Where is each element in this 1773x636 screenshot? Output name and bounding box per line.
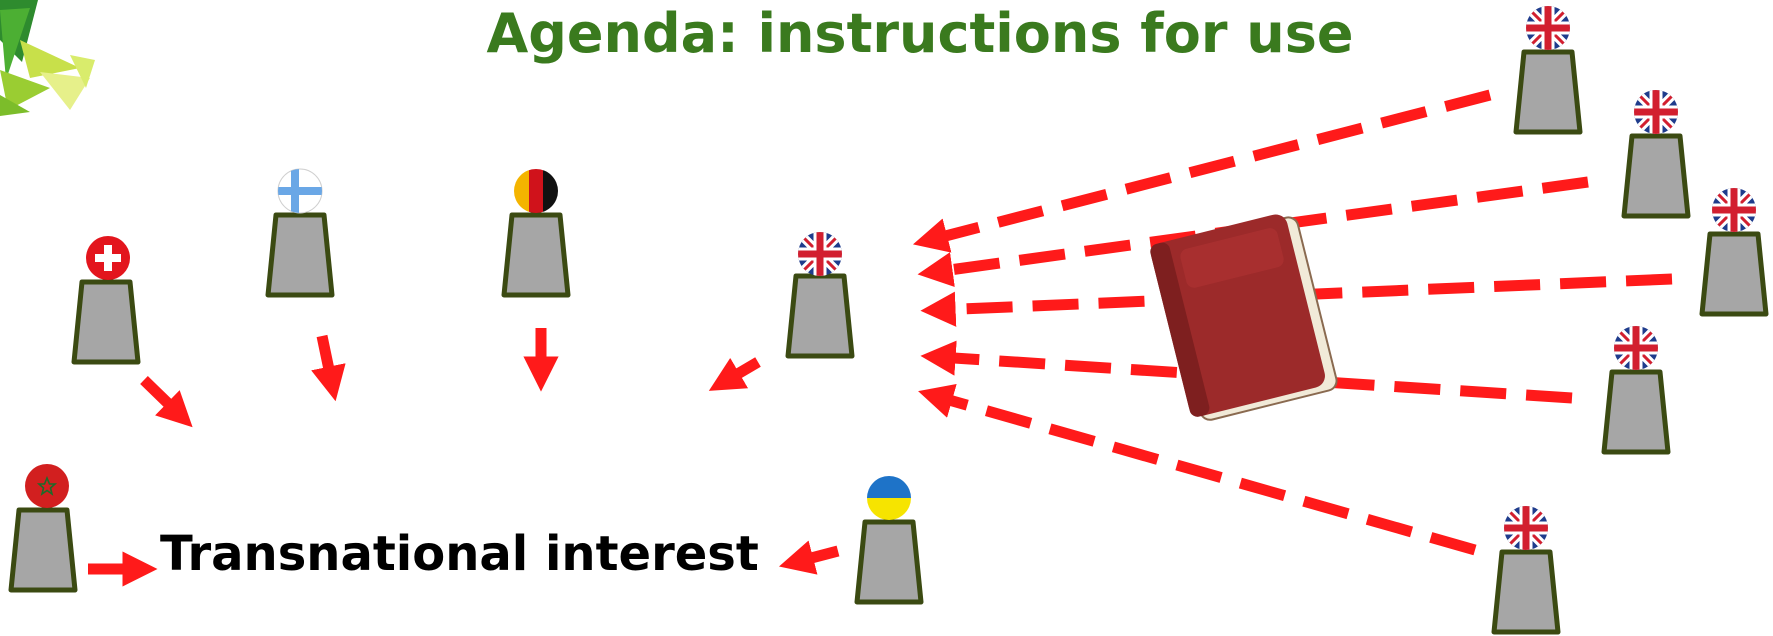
participant-uk-5 (1494, 506, 1558, 632)
participant-uk-2 (1624, 90, 1688, 216)
arrow-switzerland (140, 376, 193, 428)
solid-arrows (88, 328, 840, 587)
morocco-flag-icon (25, 464, 69, 508)
uk-flag-icon (1614, 326, 1658, 370)
participant-morocco (11, 464, 75, 590)
green-leaves-decoration (0, 0, 95, 116)
participant-ukraine (857, 476, 921, 602)
slide-title: Agenda: instructions for use (486, 2, 1354, 65)
uk-flag-icon (798, 232, 842, 276)
dashed-arrow-1 (912, 89, 1492, 253)
uk-flag-icon (1504, 506, 1548, 550)
arrow-finland (311, 334, 346, 402)
participant-germany (504, 169, 568, 295)
participant-switzerland (74, 236, 138, 362)
dashed-arrow-2 (917, 176, 1589, 288)
arrow-ukraine (778, 540, 840, 575)
switzerland-flag-icon (86, 236, 130, 280)
participant-uk-center (788, 232, 852, 356)
uk-flag-icon (1712, 188, 1756, 232)
uk-flag-icon (1634, 90, 1678, 134)
ukraine-flag-icon (867, 476, 911, 520)
participant-finland (268, 168, 332, 295)
finland-flag-icon (277, 168, 323, 214)
germany-flag-icon (514, 169, 558, 213)
participant-uk-3 (1702, 188, 1766, 314)
participant-uk-4 (1604, 326, 1668, 452)
red-book-icon (1150, 214, 1338, 421)
transnational-interest-label: Transnational interest (160, 526, 759, 582)
arrow-uk-center (708, 357, 761, 391)
dashed-arrow-5 (918, 383, 1477, 556)
dashed-arrow-4 (920, 340, 1573, 404)
